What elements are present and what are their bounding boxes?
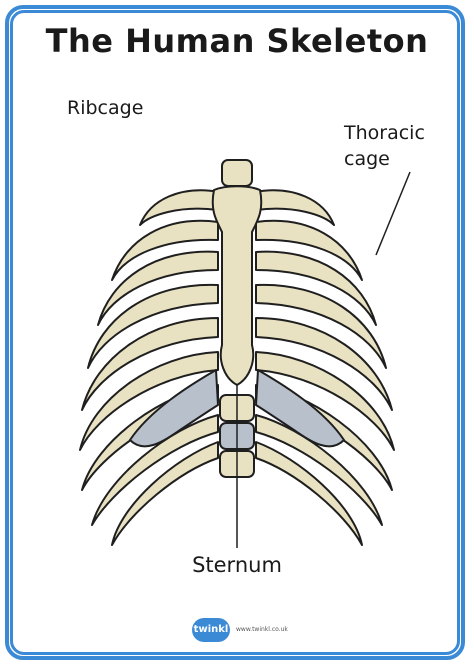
cartilage-right (255, 369, 345, 448)
page-title: The Human Skeleton (45, 22, 429, 60)
rib-right-6 (255, 351, 395, 451)
thoracic-cage-label: Thoracic cage (344, 120, 444, 172)
thoracic-label-line1: Thoracic (344, 122, 425, 144)
rib-right-9 (255, 441, 363, 546)
rib-right-2 (255, 219, 363, 281)
footer-url: www.twinkl.co.uk (236, 626, 288, 633)
rib-left-5 (81, 317, 219, 411)
rib-right-1 (253, 189, 335, 226)
ribcage-heading: Ribcage (67, 97, 144, 119)
rib-left-9 (111, 441, 219, 546)
thoracic-label-line2: cage (344, 148, 390, 170)
ribcage-drawing (79, 159, 395, 546)
thoracic-pointer-line (375, 171, 411, 256)
twinkl-logo: twinkl (192, 618, 230, 642)
rib-left-6 (79, 351, 219, 451)
rib-left-4 (87, 283, 219, 369)
sternum-label: Sternum (192, 553, 282, 577)
rib-right-3 (255, 250, 377, 326)
inner-frame (10, 10, 460, 655)
cartilage-left (129, 369, 219, 448)
rib-left-1 (139, 189, 221, 226)
rib-left-3 (97, 250, 219, 326)
vertebra-top (221, 159, 253, 187)
sternum-bone (211, 185, 263, 386)
rib-left-2 (111, 219, 219, 281)
rib-right-5 (255, 317, 393, 411)
rib-right-4 (255, 283, 387, 369)
